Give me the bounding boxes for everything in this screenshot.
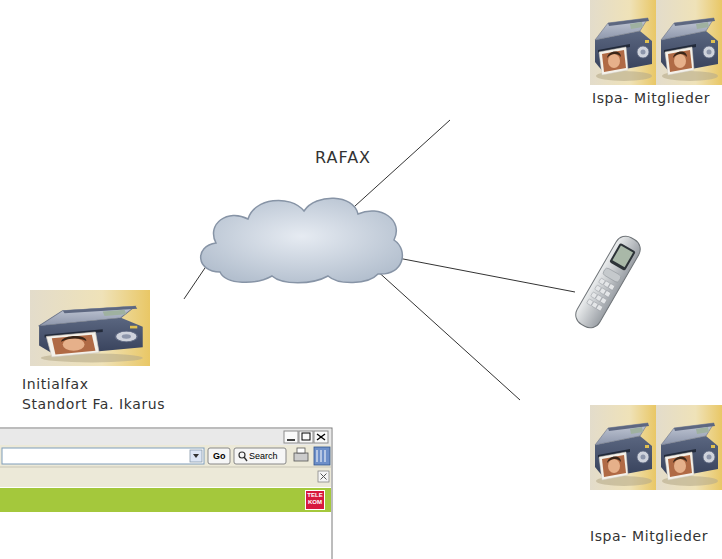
network-cloud: RAFAX [190, 190, 410, 285]
fax-machine [590, 0, 656, 85]
mobile-phone [572, 232, 645, 332]
group-caption: Initialfax [22, 376, 89, 393]
fax-group: Ispa- Mitglieder [450, 0, 722, 120]
fax-machine [656, 0, 722, 85]
network-label: RAFAX [315, 148, 371, 167]
fax-machine-group [590, 405, 722, 490]
group-caption: Ispa- Mitglieder [590, 528, 708, 545]
cloud-shape [190, 190, 410, 285]
network-line [184, 264, 208, 299]
fax-machine [30, 290, 150, 366]
group-caption: Ispa- Mitglieder [592, 90, 710, 107]
fax-group: InitialfaxStandort Fa. Ikarus [8, 290, 184, 418]
fax-machine-group [590, 0, 722, 85]
group-caption: Standort Fa. Ikarus [22, 396, 165, 413]
fax-group: Ispa- Mitglieder [520, 400, 722, 559]
network-line [377, 271, 520, 400]
button-label: Go [213, 450, 226, 462]
network-line [398, 258, 575, 292]
cloud-outline [201, 198, 403, 283]
fax-machine [656, 405, 722, 490]
logo-text: TELE KOM [305, 492, 325, 506]
button-label: Search [249, 450, 278, 462]
network-line [345, 120, 450, 215]
browser-window [0, 428, 332, 559]
fax-machine [590, 405, 656, 490]
